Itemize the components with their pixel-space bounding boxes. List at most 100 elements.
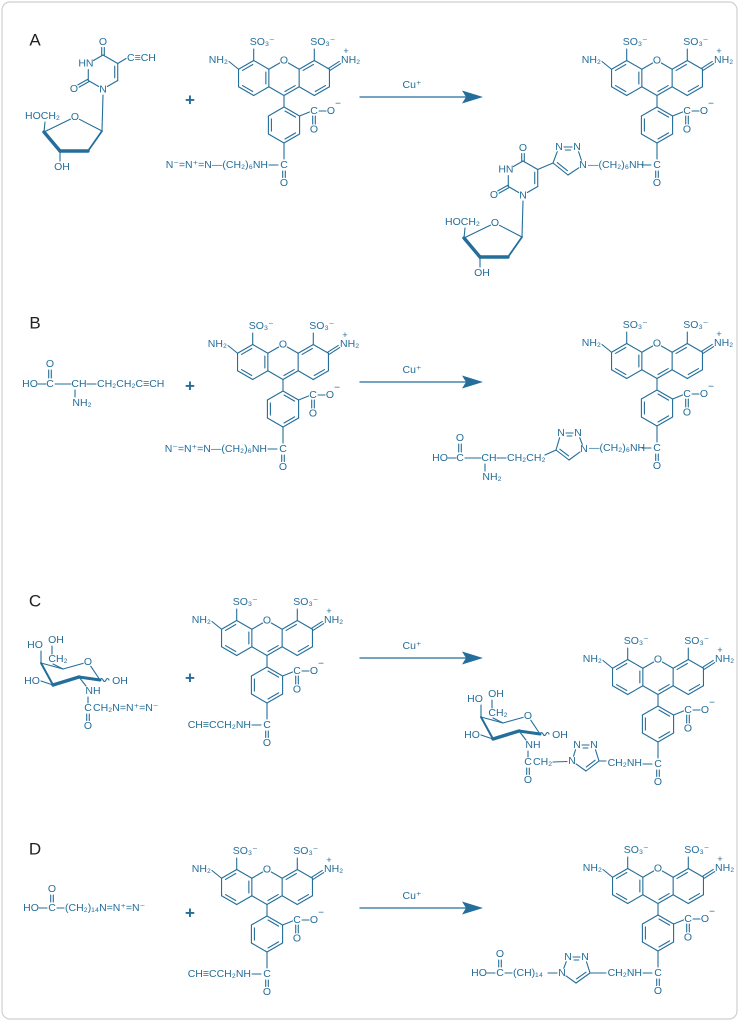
carboxylate-oxygen-label: O	[310, 914, 318, 926]
bond-line	[675, 63, 687, 71]
bond-line	[601, 343, 613, 353]
bond-line	[283, 86, 300, 97]
bond-line	[311, 620, 323, 629]
bond-line	[43, 118, 72, 133]
side-chain-label: CH₂CH₂C≡CH	[97, 378, 164, 390]
bond-line	[297, 343, 314, 354]
amide-oxygen-label: O	[653, 460, 661, 472]
sulfonate-right-label: SO₃⁻	[684, 635, 709, 647]
reaction-arrow: Cu⁺	[359, 364, 483, 389]
bond-line	[521, 200, 524, 238]
plus-sign: +	[185, 91, 195, 110]
carboxylate-charge-label: −	[708, 99, 714, 110]
amino-left-label: NH₂	[582, 54, 601, 66]
hydroxyl-label: HO	[22, 378, 38, 390]
carboxylate-charge-label: −	[709, 698, 715, 709]
bond-line	[660, 345, 673, 353]
sulfonate-left-label: SO₃⁻	[624, 844, 649, 856]
amide-carbon-label: C	[263, 719, 271, 731]
bond-line	[673, 919, 685, 925]
amide-oxygen-label: O	[263, 986, 271, 998]
bond-line	[656, 389, 674, 400]
bond-line	[688, 684, 701, 692]
bond-line	[611, 894, 629, 905]
bond-line	[640, 106, 658, 117]
bond-line	[281, 868, 298, 879]
bond-line	[657, 415, 670, 423]
bond-line	[703, 871, 716, 879]
carboxyl-carbonyl-oxygen-label: O	[683, 124, 691, 136]
bond-line	[266, 417, 284, 428]
carboxylate-charge-label: −	[334, 383, 340, 394]
c4-oxygen-label: O	[99, 36, 107, 48]
sulfonate-left-label: SO₃⁻	[623, 36, 648, 48]
bond-line	[267, 670, 280, 678]
bond-line	[236, 868, 253, 879]
carboxylate-oxygen-label: O	[701, 913, 709, 925]
c6-methylene-label: CH₂	[48, 653, 67, 665]
bond-line	[312, 872, 325, 880]
amino-left-label: NH₂	[583, 862, 602, 874]
bond-line	[671, 86, 688, 97]
iminium-label: NH₂	[715, 653, 734, 665]
carboxylate-charge-label: −	[335, 99, 341, 110]
c2-oxygen-label: O	[490, 189, 498, 201]
carboxylate-oxygen-label: O	[700, 388, 708, 400]
carboxylate-charge-label: −	[708, 382, 714, 393]
bond-line	[480, 716, 504, 724]
bond-line	[568, 451, 581, 461]
bond-line	[614, 346, 627, 354]
bond-line	[507, 236, 523, 258]
bond-line	[237, 59, 255, 70]
bond-line	[657, 685, 674, 696]
bond-line	[313, 59, 331, 70]
bond-line	[284, 132, 297, 140]
amide-carbon-label: C	[263, 968, 271, 980]
bond-line	[552, 760, 568, 763]
bond-line	[657, 110, 670, 118]
alkyne-linker-label: CH≡CCH₂NH	[188, 719, 251, 731]
bond-line	[313, 369, 326, 377]
ring-oxygen-label: O	[263, 615, 271, 627]
c4-oxygen-label: O	[519, 142, 527, 154]
bond-line	[266, 666, 284, 677]
bond-line	[268, 62, 281, 70]
bond-line	[615, 662, 628, 670]
bond-line	[236, 343, 254, 354]
bond-line	[627, 867, 644, 878]
bond-line	[687, 85, 700, 93]
alkyne-label: C≡CH	[127, 52, 156, 64]
bond-line	[296, 868, 314, 879]
n1-label: N	[99, 84, 107, 96]
bond-line	[658, 684, 670, 692]
bond-line	[642, 661, 655, 669]
bond-line	[578, 151, 582, 161]
iminium-charge-label: +	[717, 854, 722, 864]
bond-line	[686, 342, 704, 353]
bond-line	[615, 871, 628, 879]
bond-line	[676, 662, 688, 670]
bond-line	[267, 645, 279, 653]
hydroxyl-label: HO	[432, 452, 448, 464]
bond-line	[51, 675, 81, 687]
bond-line	[656, 416, 674, 427]
bond-line	[266, 942, 284, 953]
triazole-nitrogen-label: N	[557, 427, 565, 439]
bond-line	[671, 59, 688, 70]
bond-line	[253, 86, 270, 97]
amide-nh-label: NH	[85, 685, 100, 697]
iminium-charge-label: +	[716, 329, 721, 339]
bond-line	[671, 369, 688, 380]
carboxyl-carbonyl-oxygen-label: O	[309, 408, 317, 420]
bond-line	[565, 975, 577, 984]
bond-line	[615, 684, 628, 692]
bond-line	[270, 622, 283, 630]
